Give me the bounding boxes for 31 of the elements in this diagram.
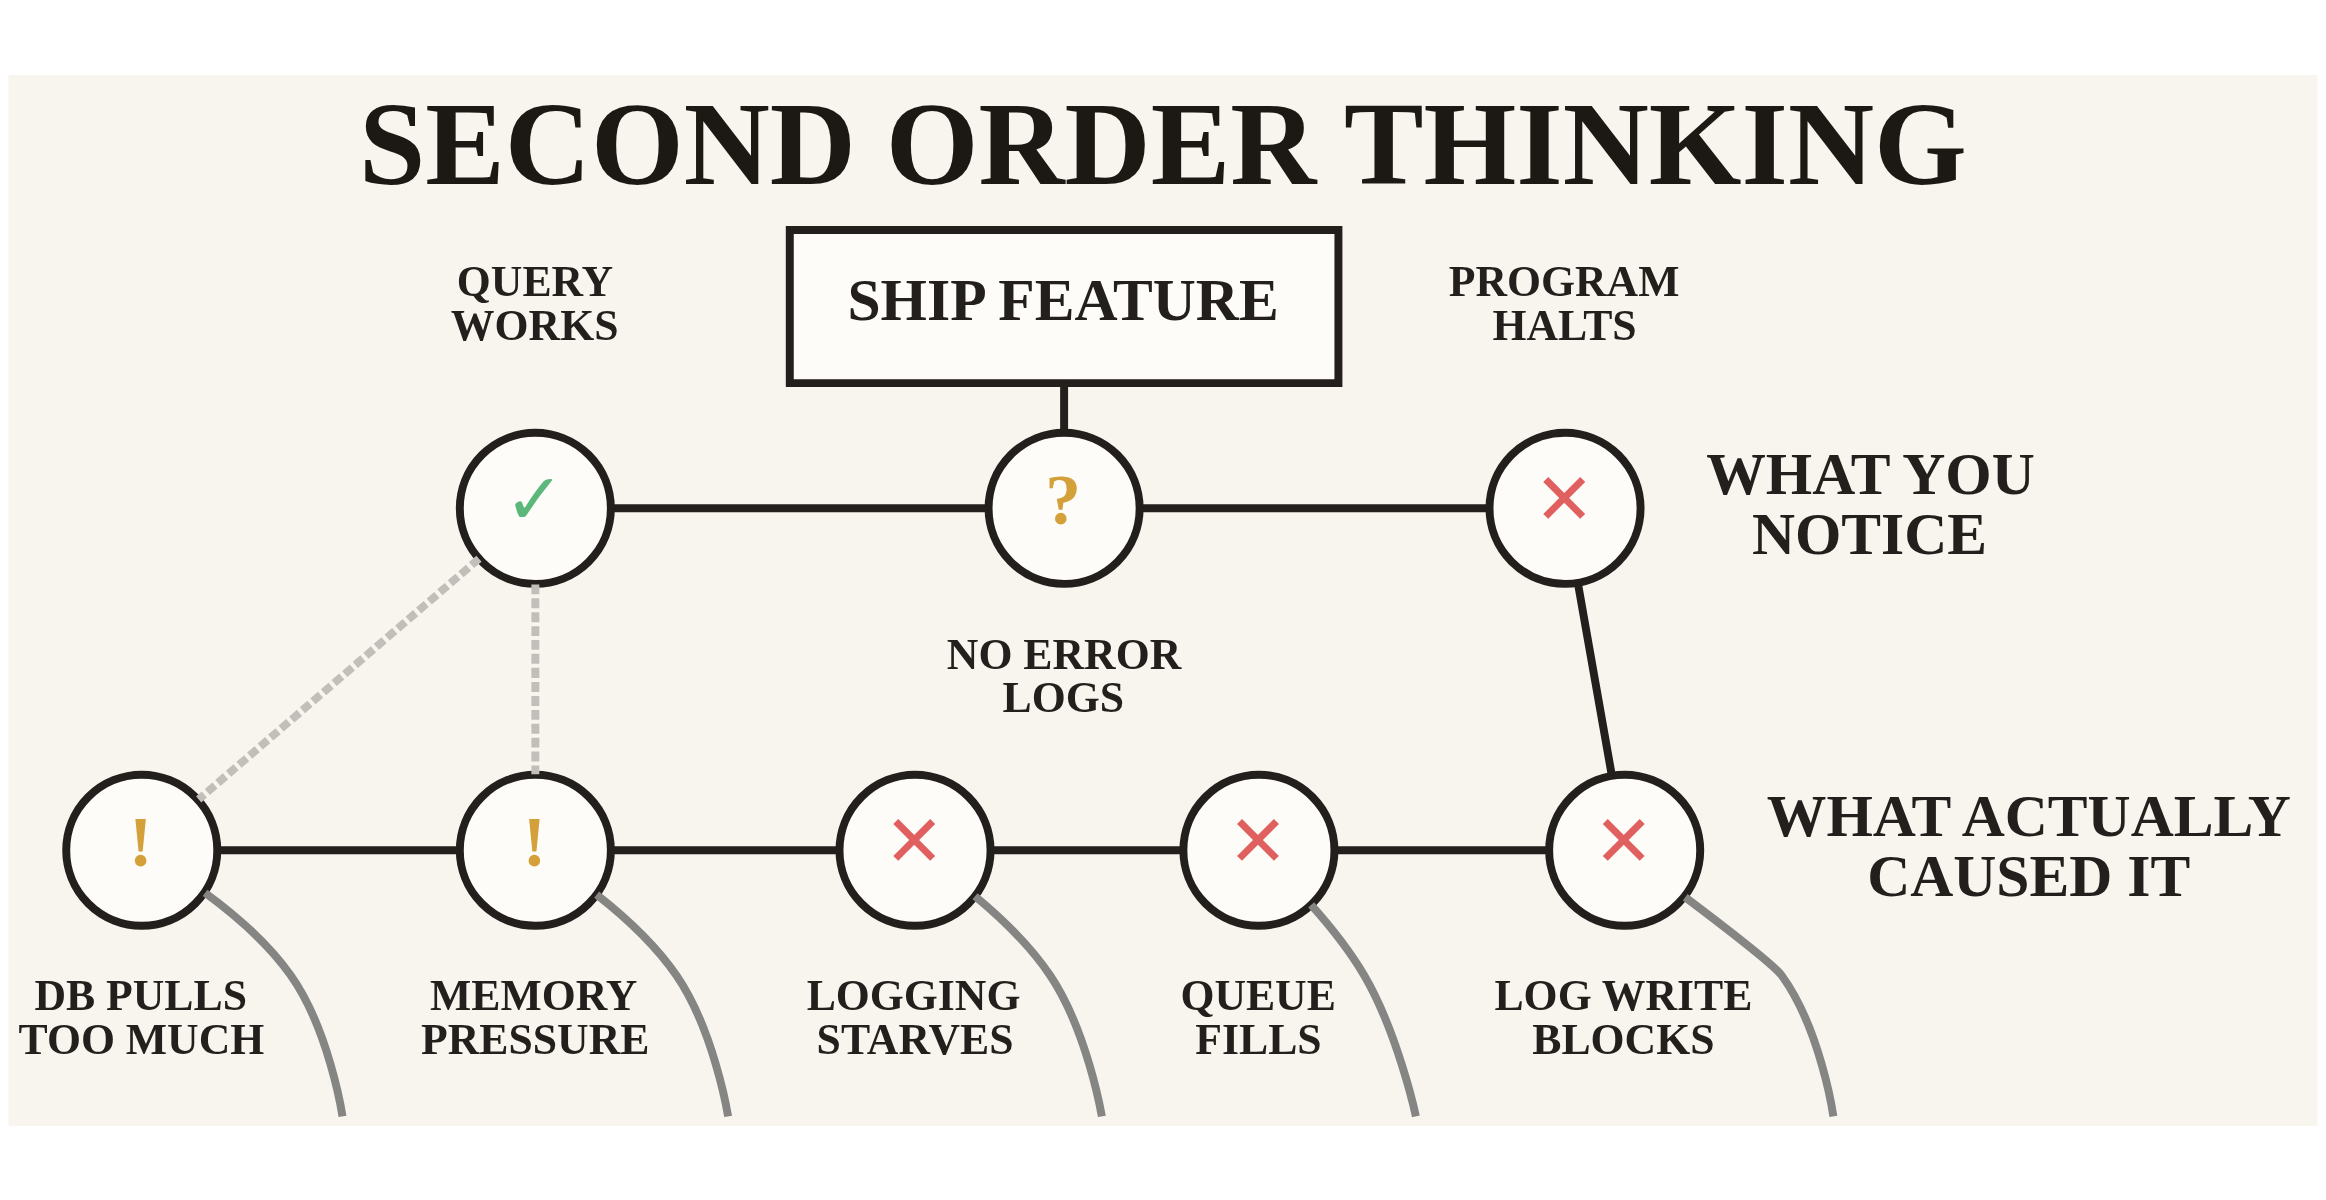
node-label: MEMORY PRESSURE — [421, 970, 650, 1063]
node-circle: ! — [455, 770, 615, 930]
connector — [196, 555, 482, 802]
label: WHAT ACTUALLY CAUSED IT — [1766, 782, 2291, 909]
diagram-title: SECOND ORDER THINKING — [358, 77, 1967, 210]
node-circle: ✕ — [1545, 770, 1705, 930]
connector — [202, 889, 347, 1117]
label: WHAT YOU NOTICE — [1706, 440, 2035, 567]
node-circle: ✕ — [835, 770, 995, 930]
connector — [972, 892, 1106, 1117]
connector — [1308, 901, 1420, 1117]
connector — [611, 845, 839, 854]
node-circle: ? — [984, 428, 1144, 588]
node-circle: ! — [62, 770, 222, 930]
connector — [1334, 845, 1549, 854]
connector — [594, 891, 733, 1117]
node-label: PROGRAM HALTS — [1448, 256, 1680, 349]
connector — [1140, 503, 1489, 512]
node-circle: ✕ — [1485, 428, 1645, 588]
connector — [1682, 893, 1838, 1117]
node-circle: ✕ — [1179, 770, 1339, 930]
node-label: LOGGING STARVES — [806, 970, 1021, 1063]
node-label: LOG WRITE BLOCKS — [1494, 970, 1753, 1063]
connector — [531, 584, 540, 774]
node-label: QUEUE FILLS — [1180, 970, 1336, 1063]
node-label: DB PULLS TOO MUCH — [18, 970, 265, 1063]
node-label: QUERY WORKS — [450, 256, 619, 349]
node-label: NO ERROR LOGS — [946, 629, 1182, 721]
connector — [611, 503, 989, 512]
node-box: SHIP FEATURE — [785, 225, 1343, 387]
node-circle: ✓ — [455, 428, 615, 588]
